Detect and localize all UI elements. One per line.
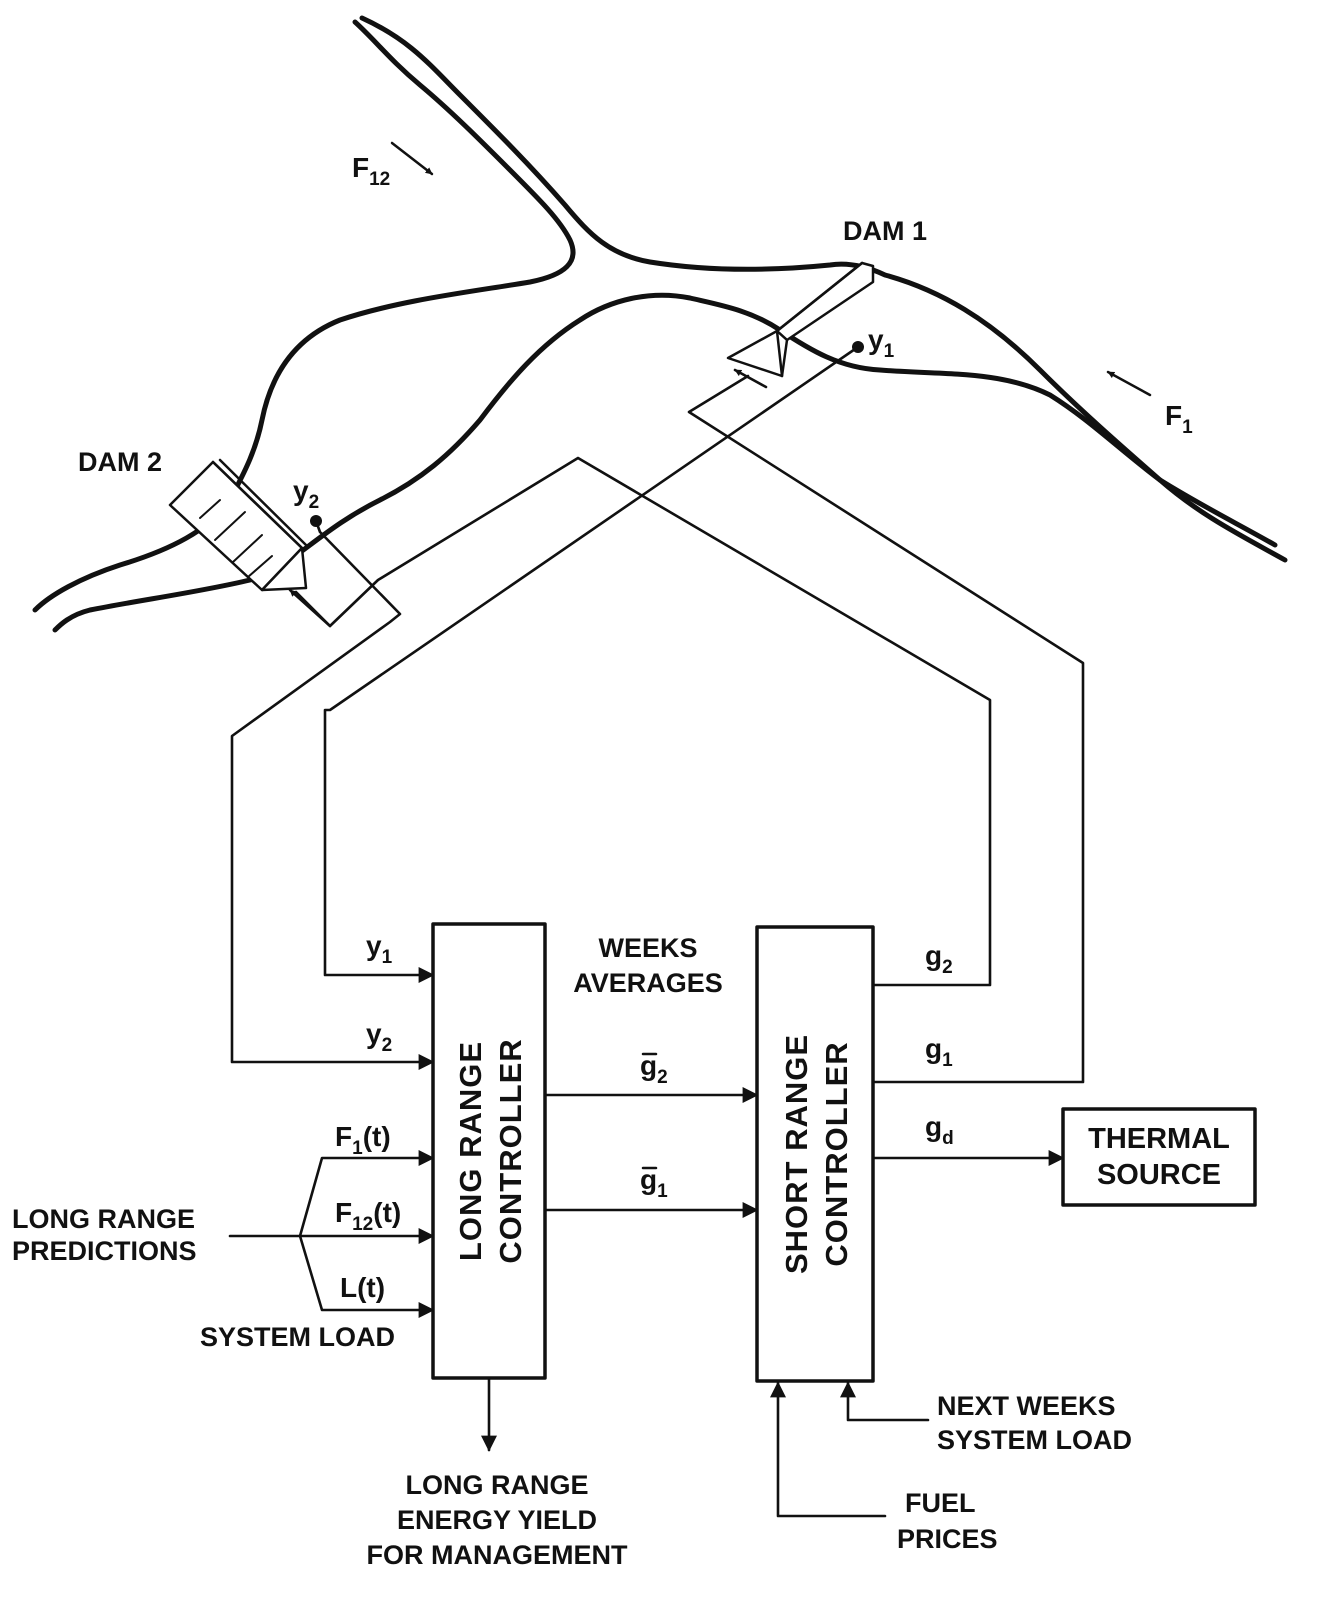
next-weeks-load-line2: SYSTEM LOAD [937, 1425, 1132, 1455]
f12-flow-arrow [390, 141, 434, 176]
f1-label: F1 [1165, 400, 1193, 438]
svg-text:CONTROLLER: CONTROLLER [819, 1041, 854, 1266]
long-range-predictions-line1: LONG RANGE [12, 1204, 195, 1234]
system-load-label: SYSTEM LOAD [200, 1322, 395, 1352]
input-f12t-label: F12(t) [335, 1197, 401, 1235]
long-range-controller-label: LONG RANGE CONTROLLER [453, 1038, 528, 1263]
f12-label: F12 [352, 152, 390, 190]
short-range-controller-box [755, 925, 875, 1383]
dam-2 [168, 458, 308, 592]
fuel-prices-line1: FUEL [905, 1488, 976, 1518]
y2-sensor-label: y2 [293, 475, 319, 513]
thermal-source-line1: THERMAL [1088, 1123, 1230, 1155]
river-lower-bank [52, 292, 1278, 633]
input-lt-label: L(t) [340, 1272, 385, 1303]
wire-fuel-prices [770, 1381, 887, 1518]
svg-text:SHORT RANGE: SHORT RANGE [779, 1034, 814, 1274]
output-g2-label: g2 [925, 940, 953, 978]
y1-sensor-label: y1 [868, 324, 895, 362]
wire-y1 [323, 345, 860, 983]
energy-yield-line3: FOR MANAGEMENT [367, 1540, 628, 1570]
g2-gate-arrow [288, 588, 332, 628]
wire-y2 [230, 519, 435, 1070]
f1-flow-arrow [1106, 370, 1152, 397]
input-y2-label: y2 [366, 1018, 392, 1056]
long-range-controller-box [431, 922, 547, 1380]
long-range-predictions-line2: PREDICTIONS [12, 1236, 197, 1266]
wire-f1t [298, 1150, 435, 1238]
input-y1-label: y1 [366, 930, 393, 968]
energy-yield-line1: LONG RANGE [405, 1470, 588, 1500]
short-range-controller-label: SHORT RANGE CONTROLLER [779, 1034, 854, 1274]
dam2-label: DAM 2 [78, 447, 162, 477]
wire-next-weeks-load [840, 1381, 930, 1422]
weeks-averages-line1: WEEKS [598, 933, 697, 963]
thermal-source-line2: SOURCE [1097, 1159, 1221, 1191]
river-upper-left-bank [32, 19, 576, 613]
thermal-source-box [1061, 1107, 1257, 1207]
output-g1-label: g1 [925, 1033, 953, 1071]
g1bar-label: g1 [640, 1164, 668, 1202]
next-weeks-load-line1: NEXT WEEKS [937, 1391, 1116, 1421]
energy-yield-line2: ENERGY YIELD [397, 1505, 597, 1535]
g1-gate-arrow [733, 368, 768, 389]
weeks-averages-line2: AVERAGES [573, 968, 723, 998]
output-gd-label: gd [925, 1111, 954, 1149]
g2bar-label: g2 [640, 1050, 668, 1088]
dam-1 [726, 261, 875, 378]
input-f1t-label: F1(t) [335, 1121, 391, 1159]
fuel-prices-line2: PRICES [897, 1524, 998, 1554]
svg-text:CONTROLLER: CONTROLLER [493, 1038, 528, 1263]
wire-lt [298, 1234, 435, 1318]
wire-g1 [687, 374, 1085, 1084]
svg-text:LONG RANGE: LONG RANGE [453, 1041, 488, 1261]
dam1-label: DAM 1 [843, 216, 927, 246]
